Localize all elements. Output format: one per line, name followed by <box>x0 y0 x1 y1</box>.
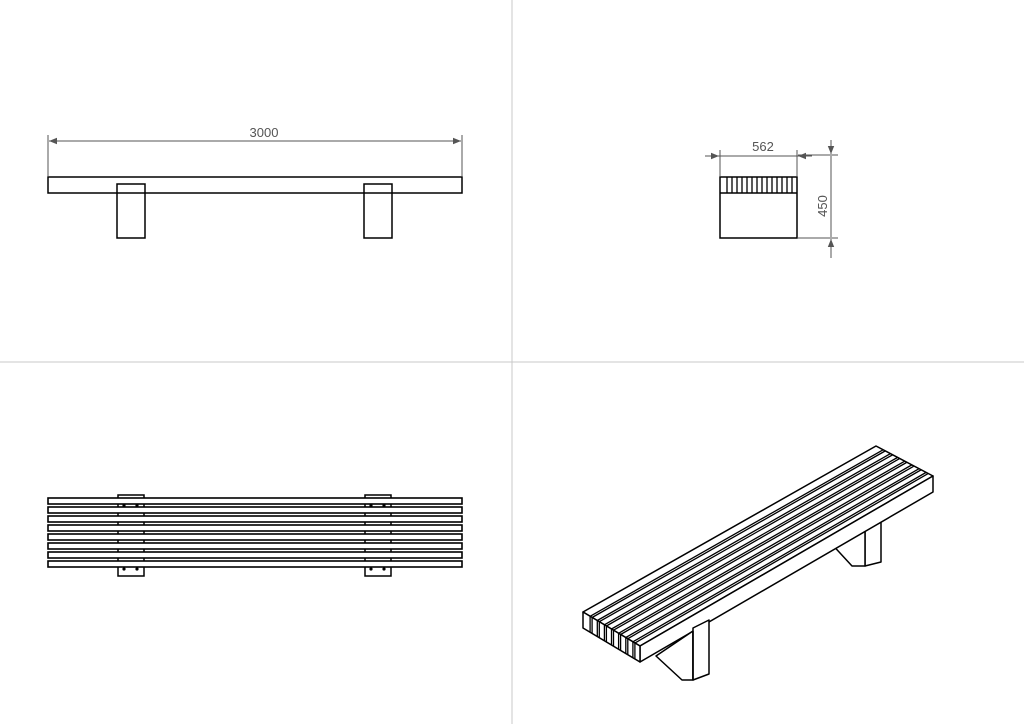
length-dimension-label: 3000 <box>250 125 279 140</box>
front-left-leg <box>116 183 146 239</box>
isometric-view <box>582 445 934 681</box>
top-view <box>47 494 463 577</box>
front-view-bench <box>47 176 463 239</box>
front-view: 3000 <box>47 125 463 239</box>
top-view-slats <box>47 497 463 568</box>
height-dimension-label: 450 <box>815 195 830 217</box>
side-view-bench <box>719 176 798 239</box>
front-right-leg <box>363 183 393 239</box>
iso-front-leg <box>655 619 710 681</box>
iso-slat-grooves <box>589 449 929 644</box>
length-dimension <box>47 135 463 176</box>
side-seat-body <box>719 176 798 239</box>
side-slat-ends <box>726 177 793 193</box>
width-dimension-label: 562 <box>752 139 774 154</box>
width-dimension <box>705 150 812 176</box>
side-view: 562 450 <box>705 139 838 258</box>
height-dimension <box>798 140 838 258</box>
top-bolt-holes <box>122 503 386 571</box>
iso-slat-ends <box>589 616 636 659</box>
front-seat-slab <box>47 176 463 194</box>
